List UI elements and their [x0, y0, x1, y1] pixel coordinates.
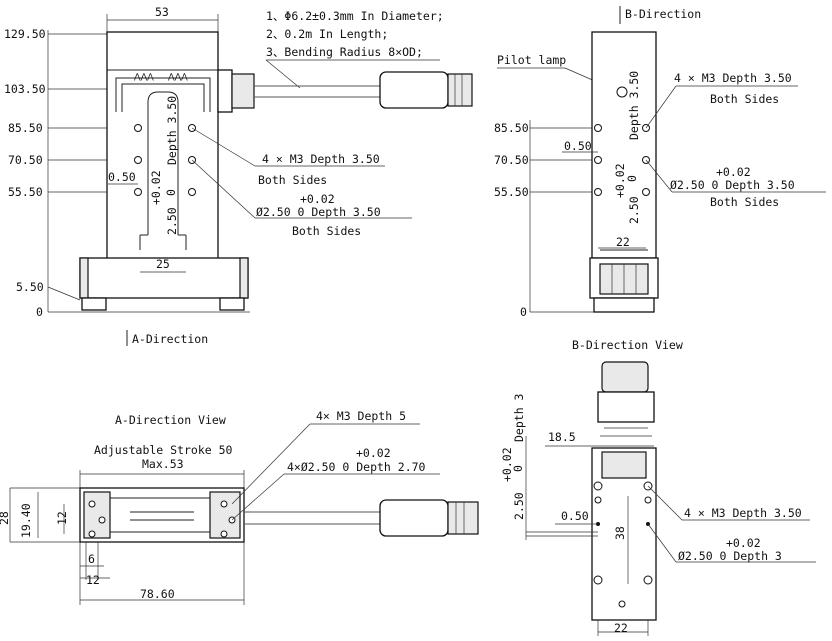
front-tol-zero: 0 — [164, 189, 178, 196]
side-view-b: B-Direction Pilot lamp 85.50 70.50 55.50… — [494, 6, 826, 319]
front-width-dim: 53 — [155, 5, 169, 19]
front-tick-12950: 129.50 — [4, 27, 46, 41]
view-a-dim-12v: 12 — [55, 511, 69, 525]
view-a-callout-m3: 4× M3 Depth 5 — [316, 409, 406, 423]
view-a-dim-6: 6 — [88, 552, 95, 566]
b-direction-view: B-Direction View 18.5 38 0.50 Depth 3 +0… — [500, 338, 816, 636]
view-b-title: B-Direction View — [572, 338, 683, 352]
view-b-callout-pin: Ø2.50 0 Depth 3 — [678, 549, 782, 563]
front-vertical-depth: Depth 3.50 — [165, 96, 179, 165]
side-b-tick-5550: 55.50 — [494, 185, 529, 199]
view-a-callout-pin: 4×Ø2.50 0 Depth 2.70 — [287, 460, 426, 474]
view-a-title: A-Direction View — [115, 413, 226, 427]
front-tick-8550: 85.50 — [8, 121, 43, 135]
view-b-vertical-num: 2.50 — [512, 492, 526, 520]
view-b-callout-pin-tol: +0.02 — [726, 536, 761, 550]
front-direction-label: A-Direction — [132, 332, 208, 346]
front-offset: 0.50 — [108, 170, 136, 184]
view-b-depth: Depth 3 — [512, 393, 526, 442]
view-b-tol-zero: 0 — [511, 465, 525, 472]
side-b-tol-plus: +0.02 — [613, 163, 627, 198]
view-b-callout-m3: 4 × M3 Depth 3.50 — [684, 506, 802, 520]
view-b-dim-185: 18.5 — [548, 430, 576, 444]
cable-notes: 1、Φ6.2±0.3mm In Diameter; 2、0.2m In Leng… — [265, 9, 444, 89]
note-1: 1、Φ6.2±0.3mm In Diameter; — [266, 9, 444, 23]
front-callout-pin: Ø2.50 0 Depth 3.50 — [256, 205, 381, 219]
view-b-dim-38: 38 — [613, 526, 627, 540]
view-a-callout-pin-tol: +0.02 — [356, 446, 391, 460]
view-a-dim-12h: 12 — [86, 573, 100, 587]
side-b-callout-pin: Ø2.50 0 Depth 3.50 — [670, 178, 795, 192]
pilot-lamp-label: Pilot lamp — [497, 53, 566, 67]
side-b-tick-8550: 85.50 — [494, 121, 529, 135]
front-callout-m3: 4 × M3 Depth 3.50 — [262, 152, 380, 166]
side-b-vertical-depth: Depth 3.50 — [627, 71, 641, 140]
side-b-offset: 0.50 — [564, 139, 592, 153]
side-b-direction-label: B-Direction — [625, 7, 701, 21]
view-b-tol-plus: +0.02 — [500, 447, 514, 482]
front-callout-m3-sub: Both Sides — [258, 173, 327, 187]
side-b-callout-pin-sub: Both Sides — [710, 195, 779, 209]
front-tick-550: 5.50 — [16, 280, 44, 294]
front-tick-7050: 70.50 — [8, 153, 43, 167]
side-b-width-dim: 22 — [616, 235, 630, 249]
front-tick-0: 0 — [36, 305, 43, 319]
side-b-callout-pin-tol: +0.02 — [716, 165, 751, 179]
view-a-dim-7860: 78.60 — [140, 587, 175, 601]
view-a-dim-1940: 19.40 — [19, 503, 33, 538]
front-callout-pin-sub: Both Sides — [292, 224, 361, 238]
front-tol-plus: +0.02 — [149, 170, 163, 205]
front-view: 53 129.50 103.50 85.50 70.50 55.50 5.50 … — [4, 5, 473, 346]
side-b-tick-0: 0 — [520, 305, 527, 319]
side-b-tick-7050: 70.50 — [494, 153, 529, 167]
svg-text:⋀⋀⋀: ⋀⋀⋀ — [167, 72, 188, 81]
a-direction-view: A-Direction View Adjustable Stroke 50 Ma… — [0, 409, 479, 605]
front-callout-pin-tol: +0.02 — [300, 192, 335, 206]
side-b-vertical-num: 2.50 — [627, 196, 641, 224]
view-b-offset: 0.50 — [561, 509, 589, 523]
front-tick-10350: 103.50 — [4, 82, 46, 96]
side-b-tol-zero: 0 — [625, 175, 639, 182]
view-b-dim-22: 22 — [614, 621, 628, 635]
view-a-max: Max.53 — [142, 457, 184, 471]
view-a-stroke: Adjustable Stroke 50 — [94, 443, 233, 457]
front-slot-dim: 25 — [156, 257, 170, 271]
note-3: 3、Bending Radius 8×OD; — [266, 45, 423, 59]
side-b-callout-m3: 4 × M3 Depth 3.50 — [674, 71, 792, 85]
side-b-callout-m3-sub: Both Sides — [710, 92, 779, 106]
note-2: 2、0.2m In Length; — [266, 27, 388, 41]
front-tick-5550: 55.50 — [8, 185, 43, 199]
svg-text:⋀⋀⋀: ⋀⋀⋀ — [133, 72, 154, 81]
view-a-dim-28: 28 — [0, 511, 11, 525]
front-vertical-num: 2.50 — [165, 207, 179, 235]
